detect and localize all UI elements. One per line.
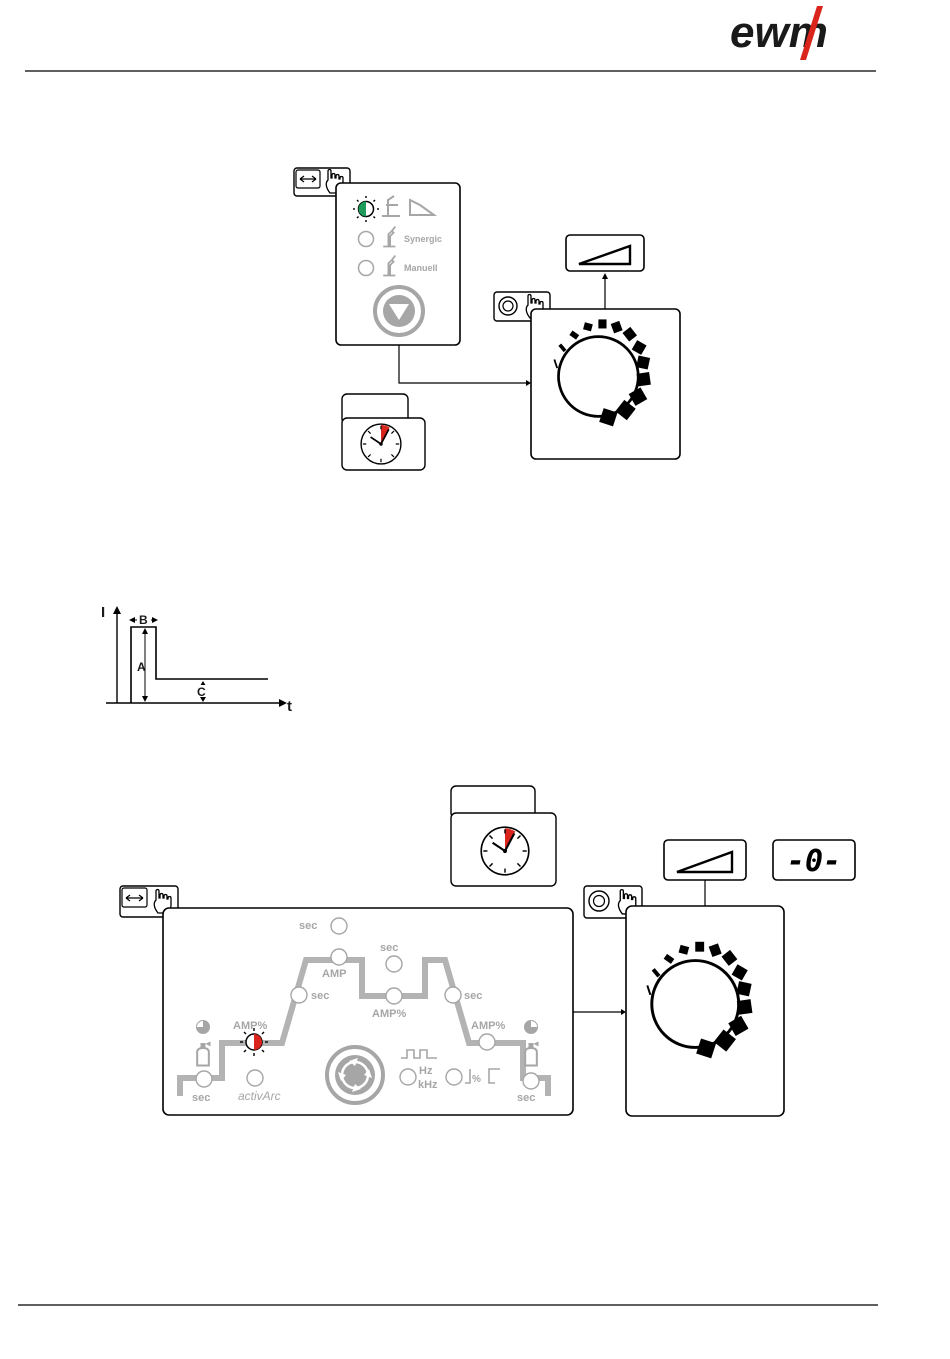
header: ewm bbox=[25, 6, 876, 71]
parameter-display bbox=[566, 235, 644, 271]
display-value: -0- bbox=[787, 844, 841, 879]
sec-label: sec bbox=[311, 990, 329, 1002]
percent-label: % bbox=[472, 1074, 481, 1085]
sec-label: sec bbox=[380, 942, 398, 954]
label-b: B bbox=[139, 613, 148, 627]
label-c: C bbox=[197, 685, 206, 699]
synergic-label: Synergic bbox=[404, 234, 442, 244]
clock-icon bbox=[481, 827, 529, 875]
control-knob-panel bbox=[626, 906, 784, 1116]
amp-percent-label: AMP% bbox=[372, 1008, 406, 1020]
ewm-logo: ewm bbox=[730, 6, 828, 60]
y-axis-label: I bbox=[101, 604, 105, 621]
led-sec-downslope[interactable]: sec bbox=[445, 987, 482, 1003]
sec-label: sec bbox=[464, 990, 482, 1002]
amp-label: AMP bbox=[322, 968, 346, 980]
connector-line bbox=[399, 345, 526, 383]
section-welding-mode: Synergic Manuell bbox=[294, 168, 680, 470]
amp-percent-label: AMP% bbox=[233, 1020, 267, 1032]
sec-label: sec bbox=[192, 1092, 210, 1104]
hz-label: Hz bbox=[419, 1065, 433, 1077]
led-sec-upslope[interactable]: sec bbox=[291, 987, 329, 1003]
amp-percent-label: AMP% bbox=[471, 1020, 505, 1032]
arrow-up-icon bbox=[602, 273, 608, 279]
control-knob-panel bbox=[531, 309, 680, 459]
current-time-graph: I t A B C bbox=[101, 604, 292, 715]
activarc-label: activArc bbox=[238, 1089, 281, 1103]
knob-small-icon bbox=[589, 891, 609, 911]
sequence-select-button[interactable] bbox=[327, 1047, 383, 1103]
khz-label: kHz bbox=[418, 1079, 438, 1091]
manual-label: Manuell bbox=[404, 263, 438, 273]
x-axis-arrow-icon bbox=[279, 699, 287, 707]
select-down-button[interactable] bbox=[375, 287, 423, 335]
value-display: -0- bbox=[773, 840, 855, 880]
section-welding-sequence: -0- sec AMP sec bbox=[120, 786, 855, 1116]
sec-label: sec bbox=[517, 1092, 535, 1104]
clock-tile bbox=[451, 786, 556, 886]
clock-tile bbox=[342, 394, 425, 470]
parameter-display bbox=[664, 840, 746, 880]
sequence-panel: sec AMP sec sec AMP% sec bbox=[163, 908, 573, 1115]
x-axis-label: t bbox=[287, 698, 292, 715]
label-a: A bbox=[137, 660, 146, 674]
sec-label: sec bbox=[299, 920, 317, 932]
welding-mode-panel: Synergic Manuell bbox=[336, 183, 460, 345]
clock-icon bbox=[361, 424, 401, 464]
knob-small-icon bbox=[499, 297, 517, 315]
y-axis-arrow-icon bbox=[113, 606, 121, 614]
